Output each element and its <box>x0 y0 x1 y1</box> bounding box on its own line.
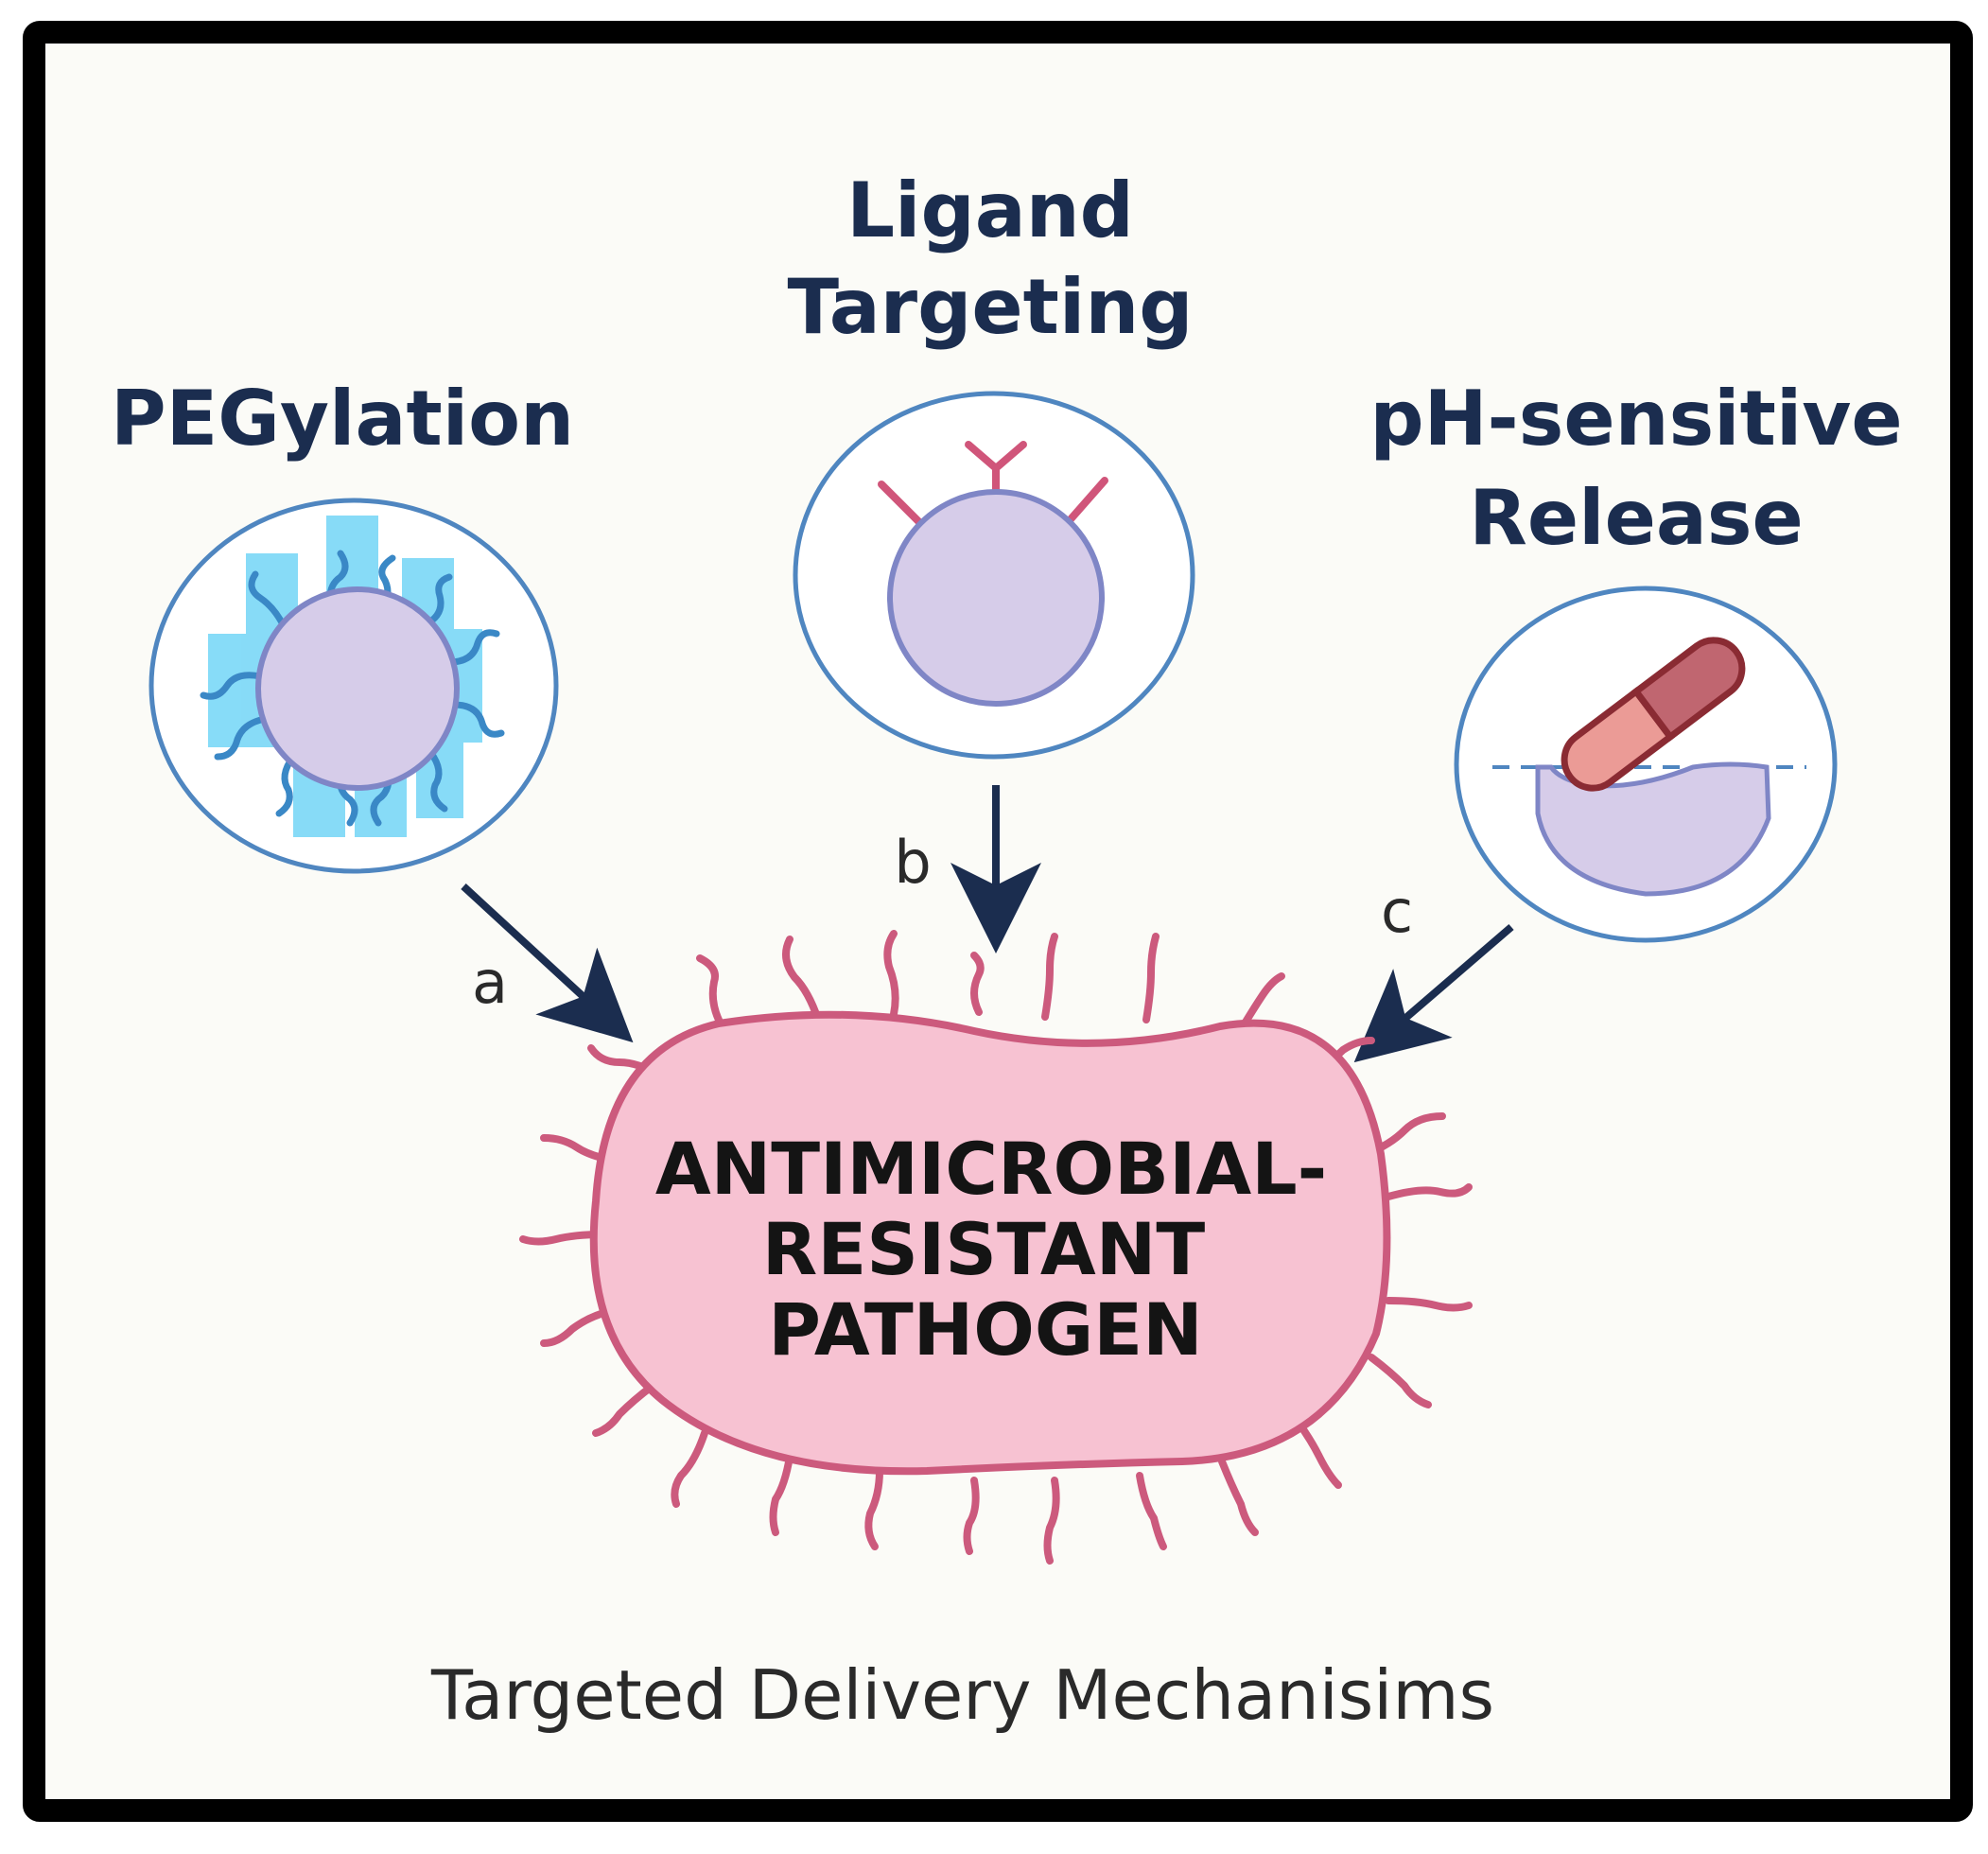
mechanism-a-title: PEGylation <box>111 375 574 463</box>
pathogen-icon <box>519 930 1473 1565</box>
caption: Targeted Delivery Mechanisims <box>430 1655 1494 1735</box>
arrow-c-label: c <box>1381 877 1413 946</box>
capsule-icon <box>1561 637 1746 792</box>
pathogen-label-line2: RESISTANT <box>762 1207 1206 1291</box>
pegylation-nanoparticle-icon <box>148 498 559 874</box>
mechanism-c-title-line2: Release <box>1469 474 1803 562</box>
ligand-targeting-nanoparticle-icon <box>793 391 1195 760</box>
ph-sensitive-release-icon <box>1454 586 1838 943</box>
mechanism-b-title-line2: Targeting <box>787 263 1193 351</box>
arrow-a-label: a <box>472 948 508 1017</box>
mechanism-b-title-line1: Ligand <box>846 166 1134 254</box>
arrow-c <box>1353 923 1514 1063</box>
pathogen-label-line1: ANTIMICROBIAL- <box>655 1127 1327 1211</box>
arrow-a <box>461 883 634 1043</box>
arrow-b-label: b <box>894 828 931 897</box>
mechanism-c-title-line1: pH-sensitive <box>1369 375 1902 463</box>
pathogen-label-line3: PATHOGEN <box>768 1287 1203 1372</box>
